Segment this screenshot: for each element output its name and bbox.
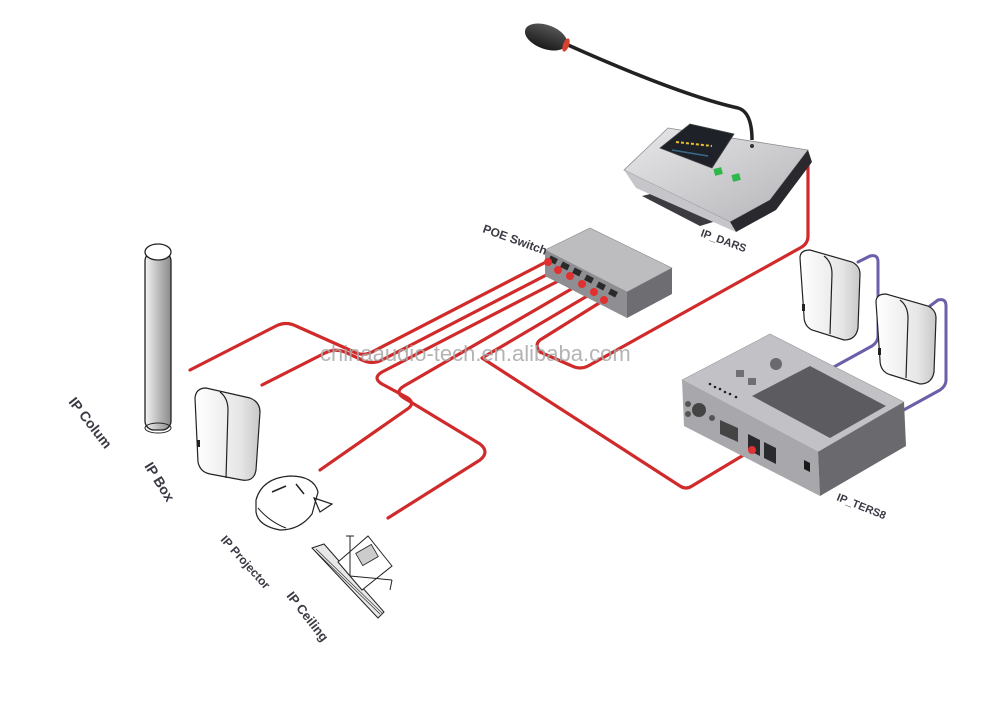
cable-switch-to-box xyxy=(260,268,558,387)
passive-speaker-2[interactable] xyxy=(875,293,937,385)
ip-ters8-terminal[interactable] xyxy=(681,333,906,496)
cable-switch-to-column xyxy=(188,260,548,372)
network-cables xyxy=(188,153,810,520)
cable-switch-to-ceiling xyxy=(386,282,582,520)
label-ip-column: IP Colum xyxy=(66,394,116,451)
poe-switch[interactable] xyxy=(544,227,673,318)
label-ip-projector: IP Projector xyxy=(218,533,274,593)
ip-ceiling-speaker[interactable] xyxy=(311,535,393,619)
label-poe-switch: POE Switch xyxy=(481,222,549,258)
watermark: chinaaudio-tech.en.alibaba.com xyxy=(320,341,631,366)
switch-ports xyxy=(544,255,618,304)
ip-box-speaker[interactable] xyxy=(194,387,261,481)
cable-switch-to-terminal xyxy=(480,290,754,490)
cable-terminal-to-speaker-2 xyxy=(898,298,948,414)
label-ip-ceiling: IP Ceiling xyxy=(284,589,332,645)
label-ip-dars: IP_DARS xyxy=(699,228,748,256)
label-ip-box: IP Box xyxy=(141,459,178,504)
gooseneck-microphone xyxy=(524,23,754,141)
passive-speaker-1[interactable] xyxy=(799,249,861,341)
status-leds xyxy=(708,382,738,399)
label-ip-ters8: IP_TERS8 xyxy=(835,492,888,523)
cable-switch-to-projector xyxy=(318,274,570,472)
ip-dars-console[interactable] xyxy=(521,18,812,232)
ip-projector-speaker[interactable] xyxy=(255,475,334,531)
ip-column-speaker[interactable] xyxy=(144,243,172,434)
